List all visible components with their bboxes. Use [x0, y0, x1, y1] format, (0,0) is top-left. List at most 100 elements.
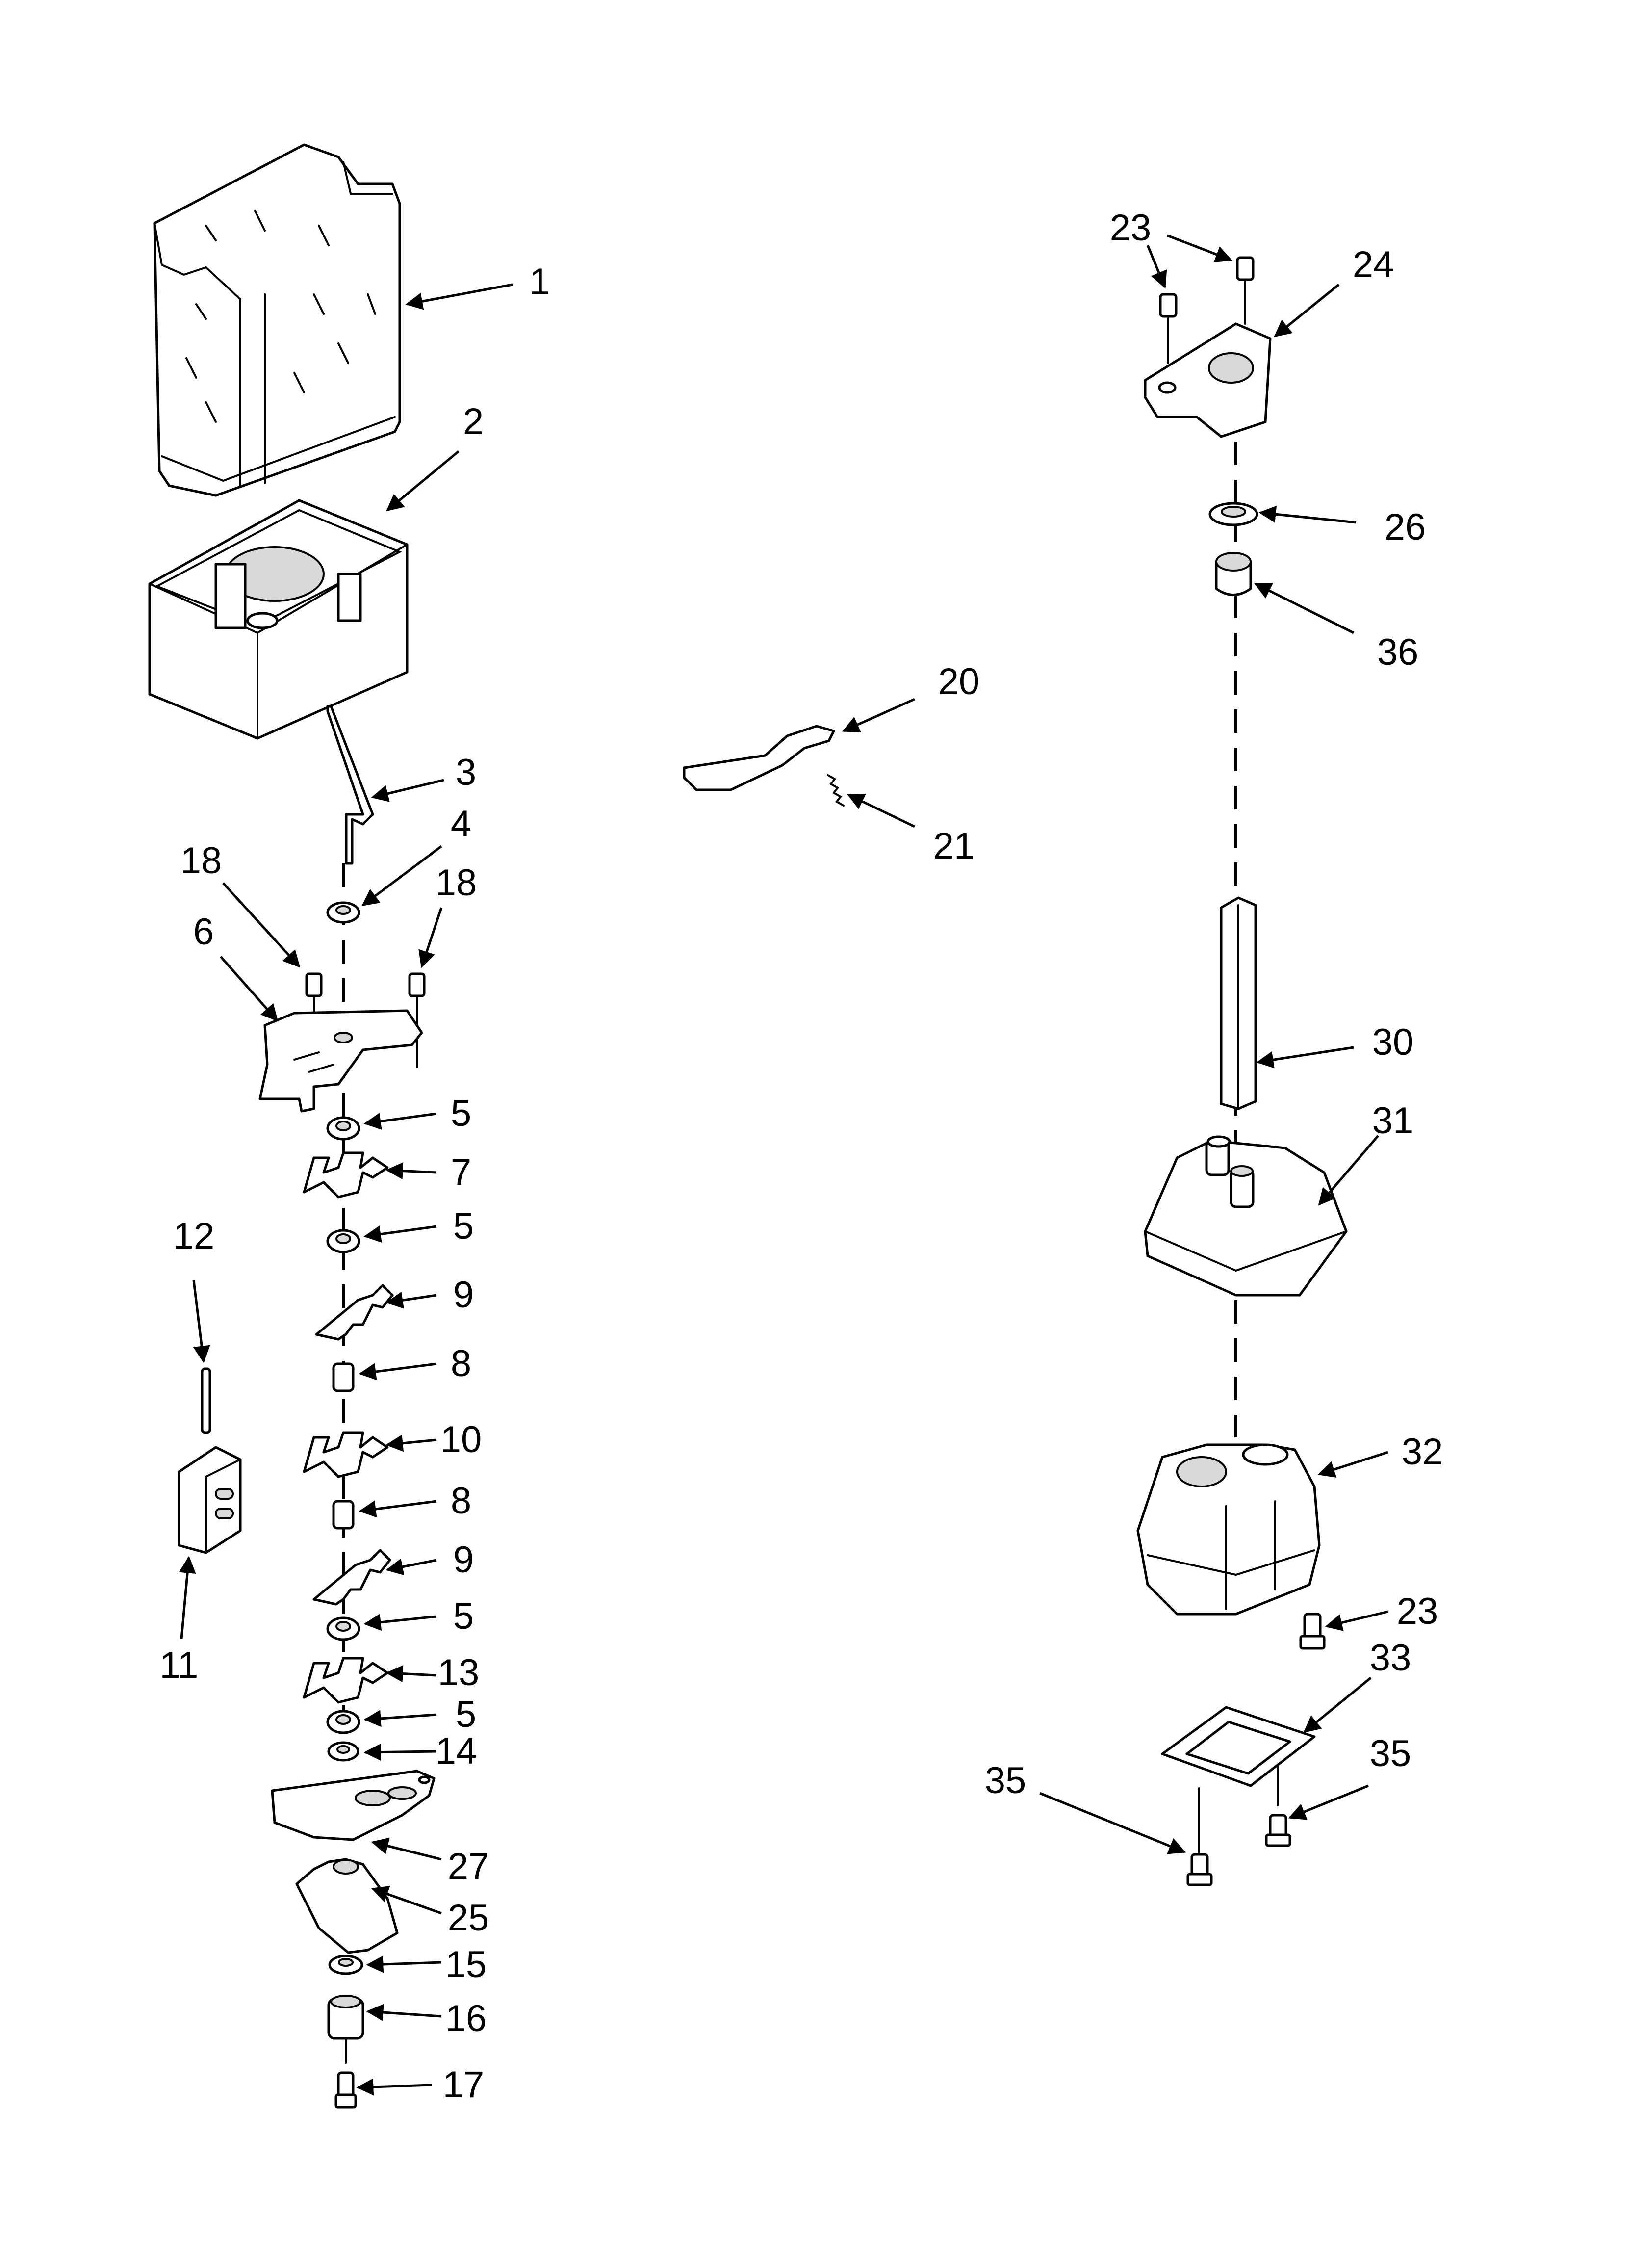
callout-23-top: 23 — [1110, 207, 1152, 249]
part-35-screw-left — [1186, 1853, 1213, 1886]
callout-5-b: 5 — [453, 1205, 474, 1247]
part-1-bin-cover — [153, 143, 401, 497]
callout-35-left: 35 — [985, 1760, 1026, 1801]
part-16-coupler — [327, 1995, 364, 2064]
callout-10: 10 — [440, 1419, 482, 1460]
callout-labels: 1 2 3 4 18 18 6 5 7 5 12 9 8 10 8 11 9 5… — [160, 207, 1443, 2106]
leader-35b — [1288, 1784, 1369, 1820]
callout-2: 2 — [463, 401, 484, 443]
part-35-screw-right — [1265, 1814, 1291, 1847]
leader-35a — [1039, 1792, 1186, 1854]
callout-5-c: 5 — [453, 1595, 474, 1637]
part-8-collar-1 — [332, 1362, 355, 1392]
part-8-collar-2 — [332, 1500, 355, 1530]
leader-30 — [1256, 1046, 1354, 1069]
leader-23b — [1325, 1610, 1388, 1631]
leader-10 — [385, 1434, 437, 1452]
part-32-motor — [1136, 1443, 1321, 1616]
leader-8b — [359, 1500, 437, 1518]
part-26-washer — [1208, 502, 1258, 526]
leader-27 — [371, 1837, 442, 1861]
part-3-drive-rod — [326, 705, 374, 865]
leader-23a-right — [1167, 234, 1233, 263]
leader-8a — [359, 1362, 437, 1381]
leader-1 — [405, 283, 513, 310]
part-21-spring — [827, 774, 845, 807]
callout-6: 6 — [193, 911, 214, 953]
callout-20: 20 — [938, 661, 980, 703]
part-12-pin — [201, 1367, 211, 1434]
callout-32: 32 — [1402, 1431, 1443, 1473]
callout-4: 4 — [451, 803, 471, 845]
callout-27: 27 — [448, 1846, 489, 1887]
leader-20 — [842, 698, 916, 733]
callout-24: 24 — [1353, 244, 1394, 286]
leader-5b — [363, 1225, 437, 1243]
callout-1: 1 — [529, 261, 550, 303]
callout-9-b: 9 — [453, 1539, 474, 1581]
callout-15: 15 — [445, 1944, 487, 1985]
leader-18b — [418, 907, 443, 968]
leader-3 — [371, 779, 444, 802]
leader-12 — [192, 1280, 210, 1363]
leader-2 — [386, 450, 460, 512]
leader-32 — [1317, 1451, 1388, 1478]
callout-13: 13 — [438, 1652, 480, 1694]
part-14-washer — [327, 1741, 359, 1762]
callout-33: 33 — [1370, 1637, 1411, 1679]
leader-5d — [363, 1710, 437, 1727]
callout-36: 36 — [1377, 631, 1419, 673]
part-36-bearing — [1215, 552, 1252, 596]
part-17-screw — [334, 2071, 357, 2109]
leader-4 — [361, 845, 442, 907]
leader-16 — [366, 2004, 442, 2021]
leader-9b — [385, 1558, 437, 1575]
part-31-gear-housing — [1144, 1135, 1348, 1297]
callout-17: 17 — [443, 2064, 485, 2106]
part-25-crusher-cup — [295, 1858, 399, 1954]
callout-18-left: 18 — [180, 840, 222, 882]
callout-11: 11 — [160, 1644, 199, 1686]
callout-35-right: 35 — [1370, 1733, 1411, 1774]
part-5-spacer-2 — [326, 1229, 360, 1253]
callout-18-right: 18 — [436, 862, 477, 904]
part-2-ice-bucket — [148, 499, 409, 740]
part-23-screw-top-left — [1159, 293, 1178, 364]
leader-15 — [366, 1955, 442, 1973]
callout-25: 25 — [448, 1897, 489, 1939]
leader-18a — [222, 882, 301, 968]
leader-17 — [356, 2078, 432, 2096]
callout-26: 26 — [1385, 506, 1426, 548]
leader-lines — [179, 234, 1388, 2096]
part-5-spacer-4 — [326, 1710, 360, 1734]
part-18-screw-left — [305, 972, 323, 1024]
part-6-mounting-plate — [258, 1009, 423, 1113]
leader-5a — [363, 1112, 437, 1130]
leader-24 — [1274, 284, 1340, 338]
leader-31 — [1318, 1135, 1379, 1206]
part-13-blade — [303, 1657, 389, 1704]
leader-6 — [220, 956, 279, 1022]
leader-5c — [363, 1614, 437, 1631]
leader-21 — [847, 793, 916, 828]
part-23-screw-bottom — [1299, 1613, 1326, 1650]
part-10-blade — [303, 1431, 389, 1478]
part-24-bracket — [1144, 322, 1272, 438]
part-15-washer — [328, 1955, 363, 1975]
callout-16: 16 — [445, 1998, 487, 2039]
callout-8-b: 8 — [451, 1480, 471, 1522]
callout-8-a: 8 — [451, 1343, 471, 1384]
part-9-blade-2 — [312, 1549, 391, 1606]
part-30-shaft — [1220, 896, 1257, 1110]
part-20-lever — [683, 725, 835, 791]
callout-7: 7 — [451, 1151, 471, 1193]
leader-26 — [1258, 505, 1357, 524]
part-18-screw-right — [408, 972, 426, 1068]
callout-12: 12 — [173, 1215, 215, 1257]
callout-23-bottom: 23 — [1397, 1590, 1438, 1632]
leader-11 — [179, 1556, 196, 1639]
callout-30: 30 — [1372, 1021, 1414, 1063]
part-7-blade — [303, 1151, 389, 1199]
callout-21: 21 — [933, 825, 975, 867]
